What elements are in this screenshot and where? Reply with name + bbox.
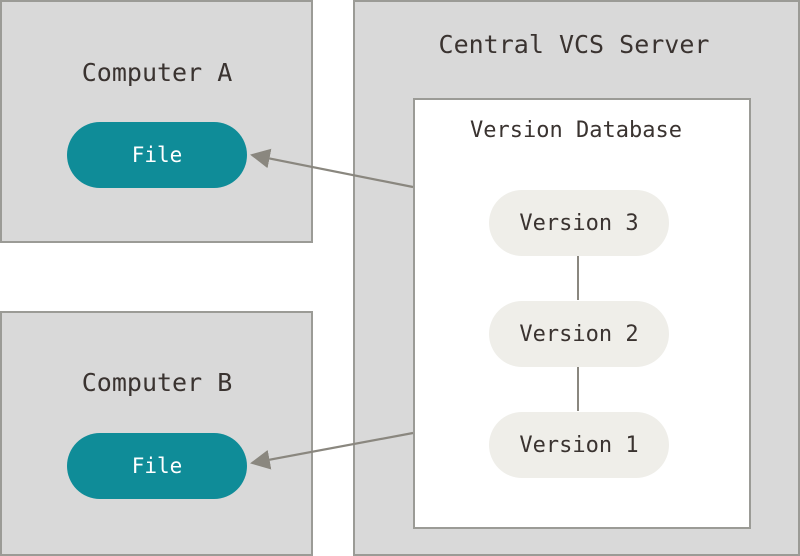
version-1-node: Version 1 — [489, 412, 669, 478]
computer-a-box — [0, 0, 313, 243]
computer-b-file: File — [67, 433, 247, 499]
version-database-title: Version Database — [470, 118, 682, 143]
version-2-node: Version 2 — [489, 301, 669, 367]
version-3-node: Version 3 — [489, 190, 669, 256]
computer-a-file: File — [67, 122, 247, 188]
central-vcs-server-title: Central VCS Server — [438, 30, 710, 59]
computer-b-title: Computer B — [81, 368, 233, 397]
computer-a-title: Computer A — [81, 58, 233, 87]
